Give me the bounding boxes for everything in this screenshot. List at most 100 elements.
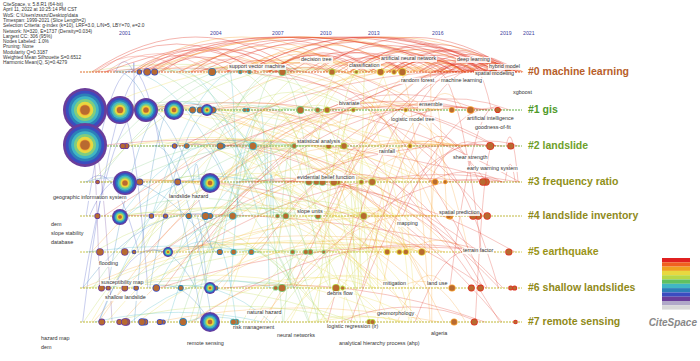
keyword-label: xgboost — [512, 90, 533, 96]
keyword-label: bivariate — [338, 101, 360, 107]
keyword-node — [239, 71, 242, 74]
co-citation-link — [255, 245, 292, 288]
citation-ring — [200, 312, 220, 332]
co-citation-link — [323, 94, 480, 110]
co-citation-link — [319, 71, 456, 252]
citation-ring — [172, 108, 177, 113]
keyword-node — [144, 69, 150, 75]
keyword-node — [249, 142, 257, 150]
year-color-bar — [662, 258, 690, 262]
summary-line: Largest CC: 306 (95%) — [3, 34, 52, 39]
keyword-node — [174, 179, 181, 186]
keyword-node — [449, 285, 455, 291]
keyword-node — [250, 143, 256, 149]
keyword-node — [433, 180, 438, 185]
keyword-node — [99, 319, 104, 324]
co-citation-link — [92, 37, 300, 72]
keyword-label: slope stability — [50, 231, 84, 237]
citation-ring — [69, 129, 102, 162]
keyword-node — [231, 250, 236, 255]
keyword-node — [399, 69, 405, 75]
keyword-node — [478, 285, 483, 290]
citation-ring — [115, 105, 126, 116]
citation-ring — [203, 106, 212, 115]
keyword-node — [117, 107, 123, 113]
keyword-label: debris flow — [326, 291, 354, 297]
keyword-node — [179, 286, 183, 290]
keyword-node — [248, 71, 251, 74]
co-citation-link — [261, 215, 434, 322]
keyword-node — [172, 108, 176, 112]
co-citation-link — [180, 146, 304, 322]
keyword-label: hybrid model — [488, 64, 521, 70]
keyword-label: remote sensing — [186, 341, 225, 347]
keyword-label: support vector machine — [228, 64, 286, 70]
co-citation-link — [151, 102, 275, 182]
citation-ring — [205, 178, 215, 188]
co-citation-link — [221, 72, 379, 322]
keyword-node — [180, 319, 186, 325]
keyword-node — [187, 214, 192, 219]
citation-ring — [115, 212, 125, 222]
co-citation-link — [106, 37, 473, 72]
keyword-node — [451, 319, 456, 324]
keyword-node — [484, 213, 490, 219]
keyword-node — [139, 319, 145, 325]
keyword-node — [218, 250, 223, 255]
citation-ring — [77, 102, 94, 119]
keyword-node — [122, 319, 128, 325]
citation-ring — [143, 107, 149, 113]
summary-line: Pruning: None — [3, 44, 34, 49]
keyword-label: spatial prediction — [438, 210, 480, 216]
keyword-node — [152, 69, 157, 74]
cluster-label: #2 landslide — [528, 140, 588, 151]
keyword-node — [360, 180, 364, 184]
keyword-node — [273, 285, 278, 290]
cluster-label: #3 frequency ratio — [528, 176, 618, 187]
keyword-node — [208, 320, 212, 324]
keyword-label: mitigation — [382, 281, 407, 287]
keyword-node — [153, 284, 160, 291]
co-citation-link — [275, 70, 376, 252]
keyword-node — [106, 286, 111, 291]
keyword-label: algeria — [430, 331, 448, 337]
co-citation-link — [84, 284, 356, 322]
co-citation-link — [269, 42, 441, 72]
keyword-node — [352, 108, 355, 111]
citation-ring — [204, 177, 217, 190]
keyword-node — [403, 249, 409, 255]
keyword-node — [495, 108, 500, 113]
citation-ring — [139, 103, 154, 118]
year-color-bar — [662, 301, 690, 305]
co-citation-link — [220, 106, 478, 216]
year-label: 2010 — [320, 31, 332, 36]
co-citation-link — [88, 175, 139, 252]
co-citation-link — [99, 106, 424, 322]
citation-ring — [206, 109, 208, 111]
keyword-node — [149, 213, 155, 219]
year-label: 2016 — [432, 31, 444, 36]
keyword-label: analytical hierarchy process (ahp) — [338, 341, 421, 347]
co-citation-link — [84, 144, 348, 322]
citation-ring — [142, 106, 151, 115]
co-citation-link — [143, 69, 330, 252]
co-citation-link — [258, 201, 364, 216]
co-citation-link — [298, 68, 456, 110]
co-citation-link — [185, 68, 306, 252]
watermark: CiteSpace — [649, 318, 697, 329]
keyword-node — [398, 68, 406, 76]
keyword-node — [158, 320, 163, 325]
keyword-node — [322, 250, 326, 254]
keyword-label: decision tree — [300, 57, 333, 63]
keyword-label: evidential belief function — [296, 175, 356, 181]
co-citation-link — [134, 69, 370, 322]
citation-ring — [116, 174, 134, 192]
keyword-node — [451, 319, 458, 326]
keyword-node — [246, 108, 250, 112]
year-color-bar — [662, 280, 690, 284]
summary-line: Harmonic Mean(Q, S)=0.4279 — [3, 60, 67, 65]
citation-ring — [80, 105, 91, 116]
keyword-node — [278, 284, 286, 292]
keyword-label: early warning system — [466, 166, 519, 172]
keyword-node — [190, 107, 195, 112]
